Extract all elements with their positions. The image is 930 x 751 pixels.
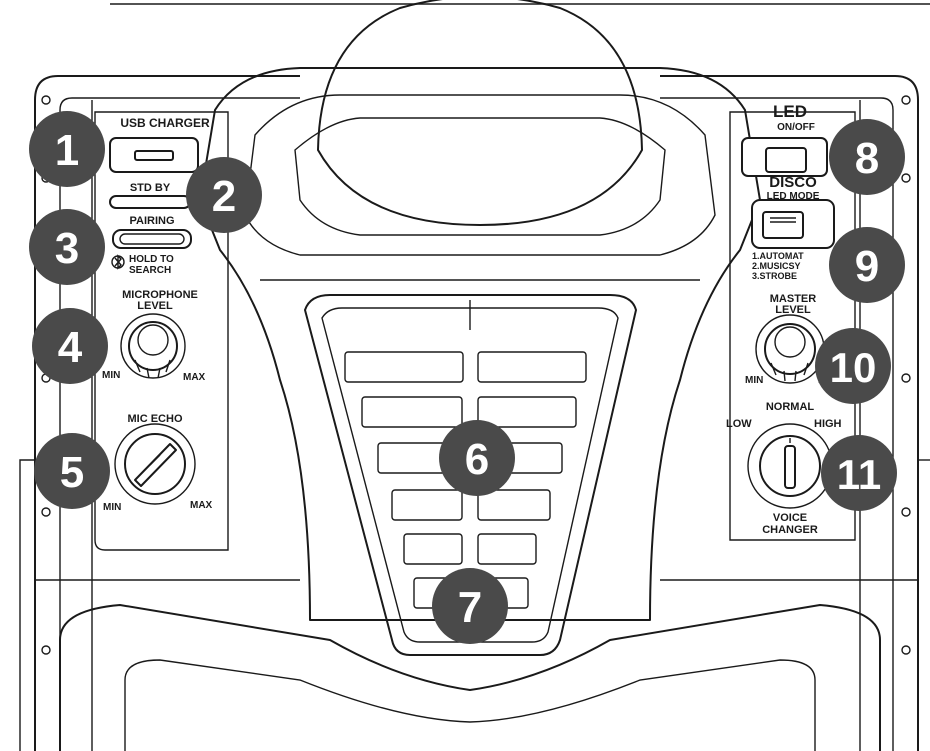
led-on-off-switch[interactable]: [765, 147, 807, 173]
search-label: SEARCH: [129, 265, 171, 276]
svg-text:1: 1: [55, 126, 79, 175]
std-by-label: STD BY: [130, 182, 171, 194]
led-mode-switch[interactable]: [762, 211, 804, 239]
pairing-button[interactable]: [112, 229, 192, 249]
dome-housing: [199, 0, 761, 621]
left-control-panel: USB CHARGER STD BY PAIRING HOLD TO SEARC…: [94, 111, 229, 551]
svg-text:10: 10: [830, 344, 877, 391]
microphone-level-knob[interactable]: [120, 313, 186, 379]
right-control-panel: LED ON/OFF DISCO LED MODE 1.AUTOMAT 2.MU…: [726, 102, 856, 541]
led-mode-label: LED MODE: [767, 191, 820, 202]
speaker-body: [19, 3, 930, 751]
svg-text:11: 11: [837, 451, 881, 498]
microphone-label: MICROPHONE: [122, 289, 198, 301]
callout-badge-1: 1: [29, 111, 105, 187]
callout-badge-6: 6: [439, 420, 515, 496]
led-on-off-switch-frame: [741, 137, 828, 177]
led-on-off-label: ON/OFF: [777, 122, 815, 133]
led-mode-option-3: 3.STROBE: [752, 271, 797, 281]
callout-badge-7: 7: [432, 568, 508, 644]
led-mode-option-2: 2.MUSICSY: [752, 261, 801, 271]
svg-text:4: 4: [58, 323, 83, 372]
mic-echo-max-label: MAX: [190, 500, 213, 511]
microphone-level-label: LEVEL: [137, 300, 173, 312]
svg-text:2: 2: [212, 172, 236, 221]
std-by-button[interactable]: [109, 195, 191, 209]
pairing-label: PAIRING: [129, 215, 174, 227]
svg-text:7: 7: [458, 583, 482, 632]
usb-charger-label: USB CHARGER: [120, 116, 210, 130]
changer-label: CHANGER: [762, 524, 818, 536]
svg-text:9: 9: [855, 242, 879, 291]
voice-low-label: LOW: [726, 418, 752, 430]
voice-label: VOICE: [773, 512, 807, 524]
callout-badge-2: 2: [186, 157, 262, 233]
callout-badge-9: 9: [829, 227, 905, 303]
mic-echo-knob[interactable]: [114, 423, 196, 505]
svg-text:6: 6: [465, 435, 489, 484]
mic-echo-min-label: MIN: [103, 502, 121, 513]
master-label: MASTER: [770, 293, 817, 305]
master-min-label: MIN: [745, 375, 763, 386]
disco-label: DISCO: [769, 174, 817, 191]
callout-badge-10: 10: [815, 328, 891, 404]
master-level-label: LEVEL: [775, 304, 811, 316]
master-level-knob[interactable]: [755, 314, 825, 384]
led-mode-switch-frame: [751, 199, 835, 249]
voice-high-label: HIGH: [814, 418, 842, 430]
mic-echo-label: MIC ECHO: [128, 413, 183, 425]
callout-badge-3: 3: [29, 209, 105, 285]
voice-changer-knob[interactable]: [747, 423, 833, 509]
svg-text:8: 8: [855, 134, 879, 183]
callout-badge-4: 4: [32, 308, 108, 384]
callout-badge-11: 11: [821, 435, 897, 511]
led-light-panel: [304, 294, 637, 656]
svg-text:5: 5: [60, 448, 84, 497]
usb-charger-port[interactable]: [109, 137, 199, 173]
led-mode-option-1: 1.AUTOMAT: [752, 251, 804, 261]
usb-slot: [134, 150, 174, 161]
hold-to-label: HOLD TO: [129, 254, 174, 265]
svg-text:3: 3: [55, 224, 79, 273]
mic-level-max-label: MAX: [183, 372, 206, 383]
led-label: LED: [773, 102, 807, 121]
callout-badge-8: 8: [829, 119, 905, 195]
mic-level-min-label: MIN: [102, 370, 120, 381]
callout-badge-5: 5: [34, 433, 110, 509]
bluetooth-icon: [111, 254, 125, 270]
voice-normal-label: NORMAL: [766, 401, 815, 413]
